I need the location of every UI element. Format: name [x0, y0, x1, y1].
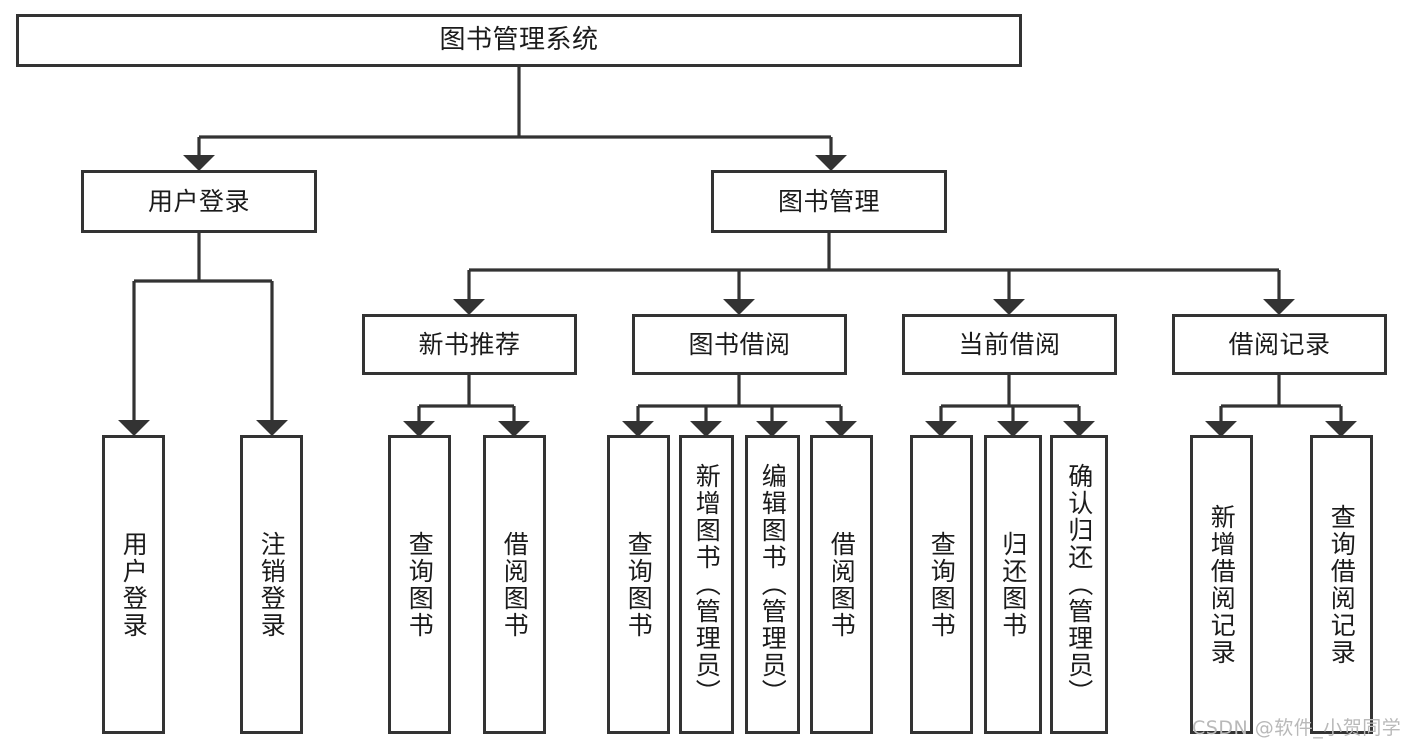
node-leaf-borrow-book-2[interactable]: 借阅图书 [810, 435, 873, 734]
node-leaf-query-record-label: 查询借阅记录 [1327, 503, 1357, 666]
node-borrow-record-label: 借阅记录 [1228, 329, 1331, 359]
node-borrow-record[interactable]: 借阅记录 [1172, 314, 1387, 375]
node-user-login[interactable]: 用户登录 [81, 170, 317, 233]
node-leaf-confirm-return-label: 确认归还（管理员） [1064, 463, 1094, 706]
node-leaf-query-book-3[interactable]: 查询图书 [910, 435, 973, 734]
node-book-borrow-label: 图书借阅 [688, 329, 791, 359]
node-leaf-user-login-label: 用户登录 [119, 530, 149, 639]
node-new-book-recommend-label: 新书推荐 [418, 329, 521, 359]
node-leaf-edit-book-label: 编辑图书（管理员） [758, 463, 788, 706]
csdn-watermark: CSDN @软件_小贺同学 [1192, 717, 1402, 739]
node-book-manage[interactable]: 图书管理 [711, 170, 947, 233]
node-leaf-borrow-book-2-label: 借阅图书 [827, 530, 857, 639]
node-leaf-logout[interactable]: 注销登录 [240, 435, 303, 734]
node-leaf-query-book-3-label: 查询图书 [927, 530, 957, 639]
node-leaf-confirm-return[interactable]: 确认归还（管理员） [1050, 435, 1108, 734]
node-current-borrow-label: 当前借阅 [958, 329, 1061, 359]
node-book-manage-label: 图书管理 [777, 186, 880, 216]
node-leaf-add-record-label: 新增借阅记录 [1207, 503, 1237, 666]
node-leaf-query-book-2-label: 查询图书 [624, 530, 654, 639]
node-leaf-edit-book[interactable]: 编辑图书（管理员） [745, 435, 800, 734]
node-book-borrow[interactable]: 图书借阅 [632, 314, 847, 375]
node-leaf-return-book[interactable]: 归还图书 [984, 435, 1042, 734]
node-new-book-recommend[interactable]: 新书推荐 [362, 314, 577, 375]
node-leaf-return-book-label: 归还图书 [998, 530, 1028, 639]
node-leaf-add-book[interactable]: 新增图书（管理员） [679, 435, 734, 734]
node-leaf-user-login[interactable]: 用户登录 [102, 435, 165, 734]
node-current-borrow[interactable]: 当前借阅 [902, 314, 1117, 375]
node-leaf-borrow-book-1-label: 借阅图书 [500, 530, 530, 639]
node-leaf-query-book-2[interactable]: 查询图书 [607, 435, 670, 734]
node-user-login-label: 用户登录 [147, 186, 250, 216]
node-leaf-add-book-label: 新增图书（管理员） [692, 463, 722, 706]
node-leaf-borrow-book-1[interactable]: 借阅图书 [483, 435, 546, 734]
node-leaf-add-record[interactable]: 新增借阅记录 [1190, 435, 1253, 734]
node-leaf-logout-label: 注销登录 [257, 530, 287, 639]
node-root[interactable]: 图书管理系统 [16, 14, 1022, 67]
node-leaf-query-book-1-label: 查询图书 [405, 530, 435, 639]
node-leaf-query-book-1[interactable]: 查询图书 [388, 435, 451, 734]
node-root-label: 图书管理系统 [439, 25, 599, 56]
node-leaf-query-record[interactable]: 查询借阅记录 [1310, 435, 1373, 734]
